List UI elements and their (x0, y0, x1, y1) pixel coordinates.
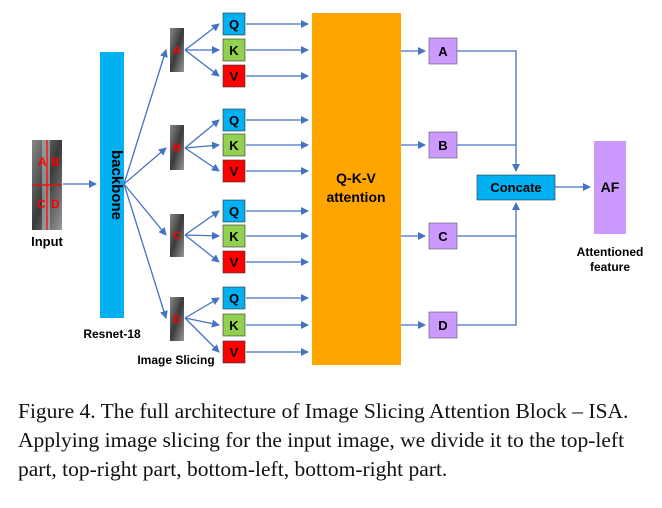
q-box (222, 286, 246, 310)
k-label: K (229, 138, 239, 153)
output-b: B (428, 131, 458, 159)
image-slicing-label: Image Slicing (137, 353, 214, 367)
output-b-label: B (438, 138, 447, 153)
backbone-label: backbone (108, 150, 125, 220)
output-d-label: D (438, 318, 447, 333)
slice-c-letter: C (173, 230, 181, 242)
qkv-attention-arrows (246, 20, 309, 356)
af-caption-line2: feature (590, 260, 630, 274)
v-label: V (230, 69, 239, 84)
af-label: AF (601, 179, 620, 195)
qkv-group-c: Q K V (222, 199, 246, 274)
q-label: Q (229, 113, 239, 128)
slice-a-letter: A (173, 45, 181, 57)
q-box (222, 108, 246, 132)
qkv-group-b: Q K V (222, 108, 246, 183)
input-letter-d: D (51, 197, 60, 211)
q-box (222, 199, 246, 223)
attention-label-line1: Q-K-V (336, 170, 376, 186)
slice-c: C (170, 214, 184, 257)
concat-block (476, 174, 556, 201)
v-label: V (230, 255, 239, 270)
k-box (222, 224, 246, 248)
q-label: Q (229, 204, 239, 219)
k-label: K (229, 43, 239, 58)
k-label: K (229, 318, 239, 333)
backbone-slice-arrows (123, 49, 168, 319)
v-box (222, 159, 246, 183)
slice-b: B (170, 125, 184, 170)
input-label: Input (31, 234, 63, 249)
output-d: D (428, 311, 458, 339)
architecture-diagram: A B C D Input backbone Resnet-18 A B C D… (31, 12, 644, 367)
input-letter-a: A (38, 155, 47, 169)
output-a-label: A (438, 44, 448, 59)
output-c-label: C (438, 229, 448, 244)
k-box (222, 133, 246, 157)
v-label: V (230, 164, 239, 179)
output-concat-connectors (457, 50, 520, 326)
output-c: C (428, 222, 458, 250)
q-label: Q (229, 291, 239, 306)
af-block (594, 141, 626, 234)
backbone-block (100, 52, 124, 318)
v-label: V (230, 345, 239, 360)
input-image: A B C D (32, 140, 62, 230)
slice-a: A (170, 28, 184, 72)
k-box (222, 38, 246, 62)
concat-label: Concate (490, 180, 541, 195)
af-caption-line1: Attentioned (577, 245, 644, 259)
qkv-group-a: Q K V (222, 12, 246, 88)
attention-block (312, 13, 401, 365)
input-letter-c: C (37, 197, 46, 211)
q-label: Q (229, 17, 239, 32)
k-box (222, 313, 246, 337)
resnet-label: Resnet-18 (83, 327, 141, 341)
attention-label-line2: attention (326, 189, 385, 205)
slice-d: D (170, 297, 184, 341)
slice-qkv-arrows (184, 23, 220, 353)
slice-d-letter: D (173, 314, 181, 326)
q-box (222, 12, 246, 36)
figure-caption: Figure 4. The full architecture of Image… (18, 399, 629, 481)
input-letter-b: B (51, 155, 60, 169)
v-box (222, 250, 246, 274)
v-box (222, 340, 246, 364)
slice-b-letter: B (173, 142, 181, 154)
k-label: K (229, 229, 239, 244)
attention-output-arrows (401, 47, 426, 329)
qkv-group-d: Q K V (222, 286, 246, 364)
output-a: A (428, 37, 458, 65)
v-box (222, 64, 246, 88)
